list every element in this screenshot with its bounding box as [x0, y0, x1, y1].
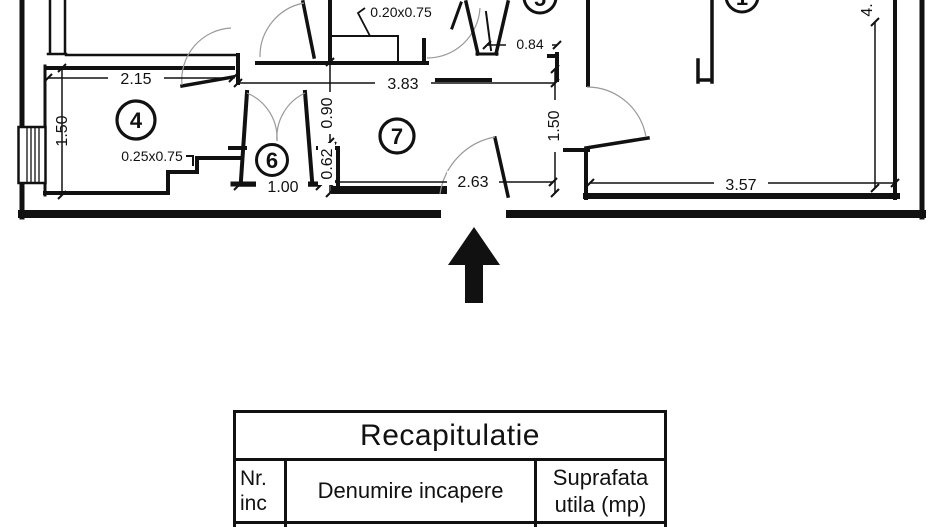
dim-2-15: 2.15 — [120, 71, 151, 88]
dim-0-20x0-75: 0.20x0.75 — [370, 4, 432, 20]
door-leaves — [179, 0, 651, 199]
floor-plan-drawing: 2.15 1.50 0.25x0.75 0.20x0.75 3.83 0.84 … — [17, 0, 926, 303]
empty-cell-nr — [236, 524, 287, 527]
dim-3-83: 3.83 — [387, 76, 418, 93]
dim-1-00: 1.00 — [267, 179, 298, 196]
room-number-7: 7 — [391, 124, 403, 149]
dim-4-partial: 4. — [859, 3, 876, 16]
entrance-arrow-icon — [448, 227, 500, 303]
room-number-1: 1 — [736, 0, 748, 10]
column-header-denumire: Denumire incapere — [287, 461, 537, 521]
dim-0-62: 0.62 — [319, 148, 336, 179]
dim-0-25x0-75: 0.25x0.75 — [121, 148, 183, 164]
door-leaf-closet — [300, 0, 317, 60]
nr-line1: Nr. — [240, 467, 267, 490]
recapitulation-table: Recapitulatie Nr. inc Denumire incapere … — [233, 410, 667, 527]
window-symbol — [17, 125, 47, 185]
table-empty-row — [236, 524, 664, 527]
column-header-suprafata: Suprafata utila (mp) — [537, 461, 664, 521]
table-title: Recapitulatie — [236, 413, 664, 461]
dim-1-50-right: 1.50 — [546, 110, 563, 141]
door-leaf-entrance — [492, 135, 511, 199]
dim-1-50-left: 1.50 — [54, 115, 71, 146]
dim-label-backgrounds — [108, 36, 768, 194]
suprafata-line1: Suprafata — [552, 465, 649, 490]
dim-0-90: 0.90 — [319, 97, 336, 128]
dim-2-63: 2.63 — [457, 174, 488, 191]
suprafata-line2: utila (mp) — [554, 492, 647, 517]
dim-3-57: 3.57 — [725, 177, 756, 194]
room-numbers: 4 6 7 5 1 — [115, 0, 760, 177]
door-swing-arcs — [181, 2, 647, 195]
nr-line2: inc — [240, 492, 267, 515]
door-leaf-right-room — [583, 135, 651, 151]
toilet-fixture — [450, 0, 511, 57]
dimension-labels: 2.15 1.50 0.25x0.75 0.20x0.75 3.83 0.84 … — [54, 3, 876, 196]
column-header-nr-inc: Nr. inc — [236, 461, 287, 521]
table-header-row: Nr. inc Denumire incapere Suprafata util… — [236, 461, 664, 524]
dim-0-84: 0.84 — [516, 36, 543, 52]
room-number-5: 5 — [534, 0, 546, 11]
room-number-4: 4 — [130, 108, 143, 133]
empty-cell-denumire — [287, 524, 537, 527]
room-number-6: 6 — [266, 148, 278, 173]
